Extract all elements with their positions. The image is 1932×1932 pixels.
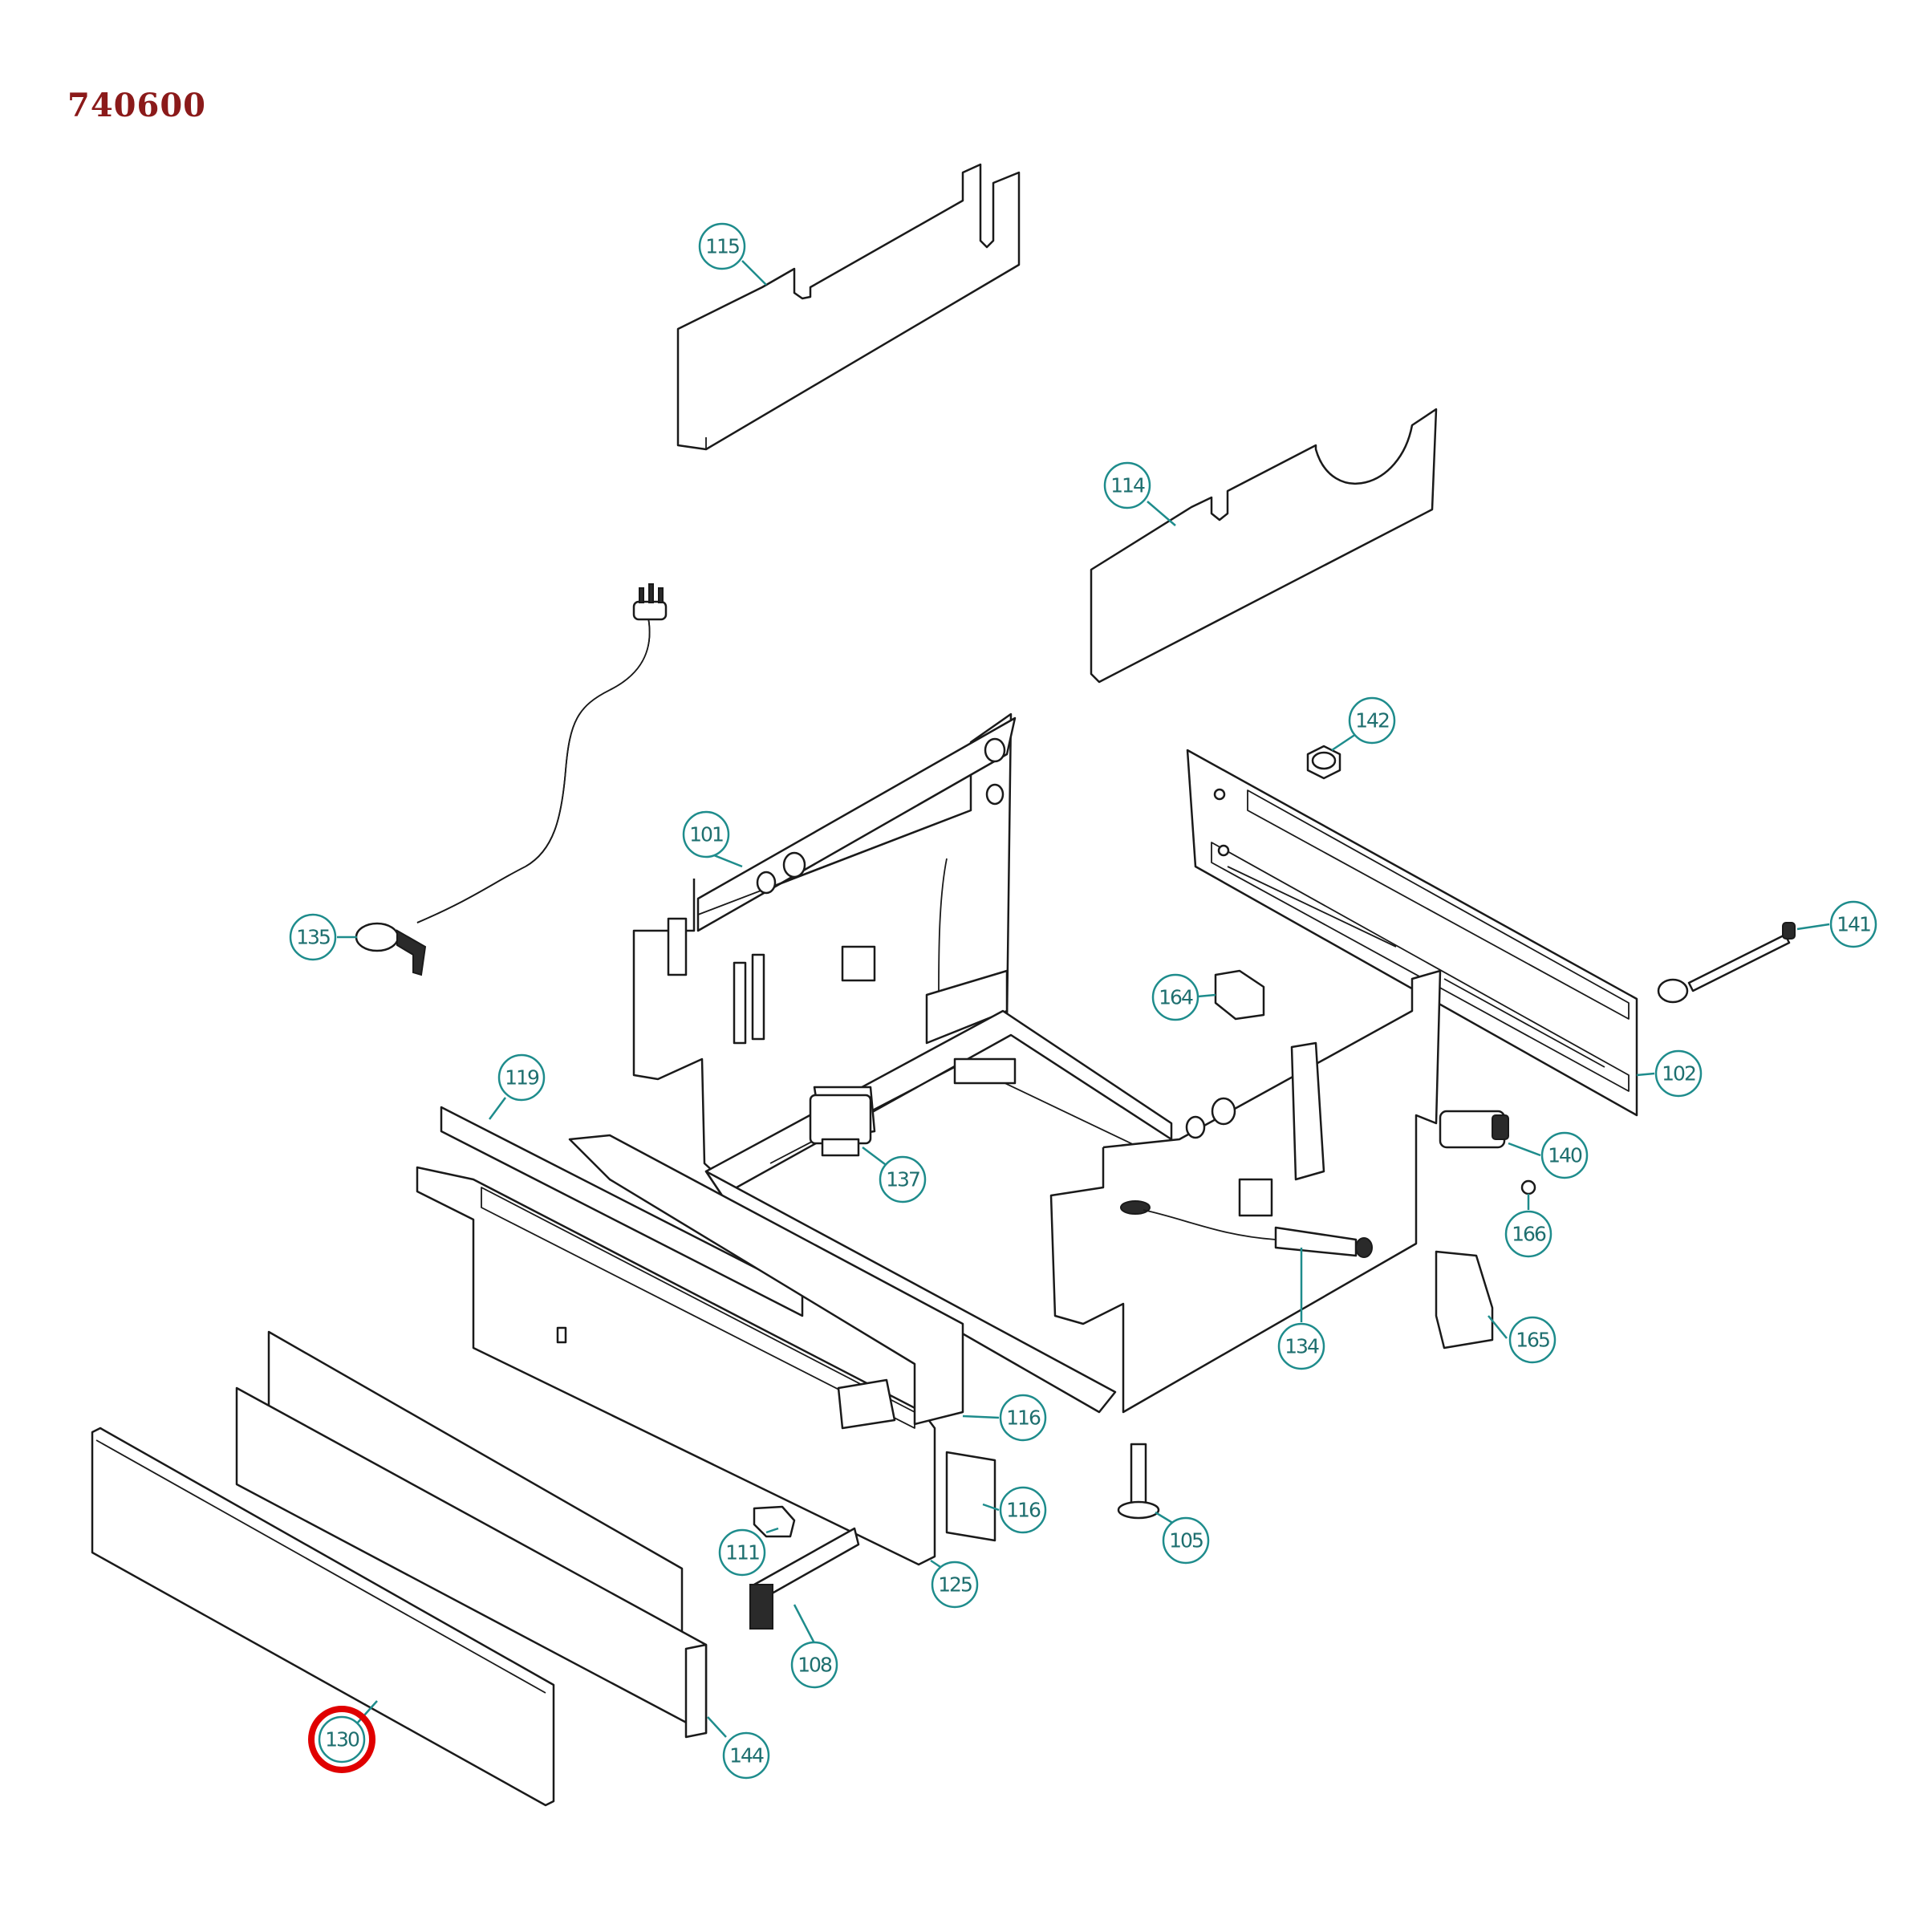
part-144-grille (235, 1330, 708, 1739)
callout-circle (1654, 1049, 1703, 1098)
callout-c105: 105 (1162, 1516, 1210, 1565)
callout-c125: 125 (931, 1561, 979, 1609)
part-135-power-cord (355, 583, 668, 976)
part-140-valve (1439, 1110, 1509, 1149)
callout-c144: 144 (722, 1731, 770, 1780)
part-111-clip (753, 1505, 796, 1538)
callout-leaders (337, 260, 1830, 1738)
callout-label: 116 (1006, 1499, 1041, 1522)
callout-c111: 111 (718, 1528, 766, 1577)
part-108-hinge (749, 1527, 860, 1630)
callout-label: 142 (1355, 709, 1389, 733)
callout-label: 108 (798, 1654, 832, 1677)
highlight-ring (308, 1706, 375, 1773)
callout-circle (1504, 1210, 1552, 1258)
callout-label: 137 (886, 1168, 919, 1191)
callout-c166: 166 (1504, 1210, 1552, 1258)
part-134-sensor (1120, 1200, 1373, 1258)
callout-circle (1508, 1316, 1557, 1364)
callout-label: 164 (1159, 986, 1193, 1009)
callout-c142: 142 (1348, 696, 1396, 745)
callout-label: 130 (325, 1728, 359, 1751)
callout-circle (1277, 1322, 1325, 1370)
callout-label: 114 (1110, 474, 1145, 497)
callout-c119: 119 (497, 1053, 546, 1102)
callout-circle (497, 1053, 546, 1102)
callout-label: 140 (1548, 1144, 1582, 1167)
callout-circle (318, 1715, 366, 1764)
part-105-foot (1117, 1443, 1160, 1520)
part-141-bolt (1657, 922, 1796, 1004)
part-164-clip (1214, 969, 1265, 1021)
callout-circle (1151, 973, 1199, 1021)
part-137-motor (809, 1094, 872, 1157)
callout-circle (1162, 1516, 1210, 1565)
callout-label: 166 (1512, 1223, 1546, 1246)
callout-circle (698, 222, 746, 270)
callout-c116a: 116 (999, 1394, 1047, 1442)
callout-label: 115 (705, 235, 739, 258)
callout-label: 116 (1006, 1406, 1041, 1430)
part-142-nut (1306, 745, 1341, 780)
callout-circle (1829, 900, 1877, 948)
part-119-strip (440, 1106, 804, 1317)
part-130-front-panel (91, 1427, 555, 1807)
part-166-washer (1520, 1179, 1536, 1195)
diagram-title: 740600 (67, 87, 206, 124)
callout-circle (999, 1394, 1047, 1442)
callout-c140: 140 (1540, 1131, 1589, 1179)
callout-label: 135 (296, 926, 330, 949)
callout-c101: 101 (682, 810, 730, 858)
callout-label: 101 (689, 823, 723, 846)
callout-c130: 130 (318, 1715, 366, 1764)
part-116-insulation-blocks (568, 1134, 996, 1542)
callout-c114: 114 (1103, 461, 1151, 509)
callout-c164: 164 (1151, 973, 1199, 1021)
callout-c102: 102 (1654, 1049, 1703, 1098)
callout-c165: 165 (1508, 1316, 1557, 1364)
part-114-insulation-panel (1090, 408, 1438, 684)
callout-circle (1348, 696, 1396, 745)
callout-circle (289, 913, 337, 961)
callout-circle (722, 1731, 770, 1780)
callout-label: 111 (725, 1541, 759, 1565)
callout-circle (999, 1486, 1047, 1534)
callout-label: 125 (938, 1573, 972, 1597)
part-115-insulation-panel (676, 163, 1021, 451)
callout-circle (790, 1641, 838, 1689)
callout-c134: 134 (1277, 1322, 1325, 1370)
callout-circle (1103, 461, 1151, 509)
callout-c116b: 116 (999, 1486, 1047, 1534)
callout-c108: 108 (790, 1641, 838, 1689)
callout-circle (931, 1561, 979, 1609)
callout-label: 141 (1837, 913, 1870, 936)
right-side-panel (1049, 969, 1442, 1414)
callout-c115: 115 (698, 222, 746, 270)
callout-label: 165 (1516, 1329, 1549, 1352)
callout-circle (682, 810, 730, 858)
callout-circle (718, 1528, 766, 1577)
part-125-front-frame (416, 1166, 936, 1566)
part-102-right-rail (1186, 749, 1638, 1117)
callout-label: 119 (505, 1066, 539, 1090)
callout-label: 144 (729, 1744, 764, 1768)
callout-labels: 115 114 142 101 135 141 164 102 119 137 140 166 134 1… (289, 222, 1877, 1780)
callout-c135: 135 (289, 913, 337, 961)
part-165-bracket (1435, 1250, 1494, 1350)
callout-circle (1540, 1131, 1589, 1179)
callout-label: 134 (1285, 1335, 1319, 1358)
callout-c141: 141 (1829, 900, 1877, 948)
callout-label: 102 (1662, 1062, 1695, 1086)
callout-label: 105 (1169, 1529, 1203, 1552)
callout-c137: 137 (879, 1155, 927, 1203)
callout-circle (879, 1155, 927, 1203)
